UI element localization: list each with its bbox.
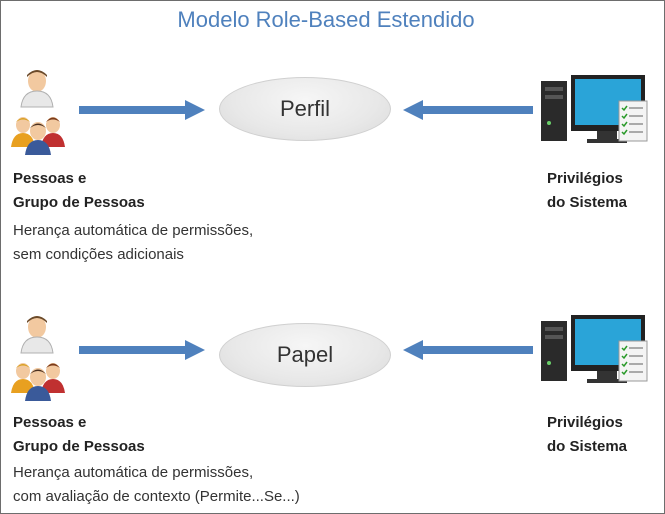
right-label-line: Privilégios bbox=[547, 414, 623, 431]
left-label-line: Grupo de Pessoas bbox=[13, 194, 145, 211]
people-group-icon bbox=[9, 67, 71, 157]
center-ellipse-perfil: Perfil bbox=[219, 77, 391, 141]
desc-line: sem condições adicionais bbox=[13, 246, 184, 263]
computer-checklist-icon bbox=[541, 313, 651, 389]
diagram-title: Modelo Role-Based Estendido bbox=[177, 7, 475, 32]
right-label-line: Privilégios bbox=[547, 170, 623, 187]
desc-line: Herança automática de permissões, bbox=[13, 222, 254, 239]
right-label-line: do Sistema bbox=[547, 438, 628, 455]
left-label-line: Grupo de Pessoas bbox=[13, 438, 145, 455]
left-label-line: Pessoas e bbox=[13, 170, 87, 187]
desc-line: com avaliação de contexto (Permite...Se.… bbox=[13, 488, 300, 505]
left-desc-1: Herança automática de permissões, sem co… bbox=[13, 219, 253, 267]
center-label: Papel bbox=[276, 342, 334, 367]
arrow-left-1 bbox=[403, 100, 533, 120]
right-label-1: Privilégios do Sistema bbox=[547, 167, 627, 215]
left-label-1: Pessoas e Grupo de Pessoas bbox=[13, 167, 145, 215]
center-ellipse-papel: Papel bbox=[219, 323, 391, 387]
computer-checklist-icon bbox=[541, 73, 651, 149]
right-label-line: do Sistema bbox=[547, 194, 628, 211]
right-label-2: Privilégios do Sistema bbox=[547, 411, 627, 459]
people-group-icon bbox=[9, 313, 71, 403]
desc-line: Herança automática de permissões, bbox=[13, 464, 254, 481]
arrow-right-1 bbox=[79, 100, 205, 120]
left-desc-2: Herança automática de permissões, com av… bbox=[13, 461, 300, 509]
arrow-left-2 bbox=[403, 340, 533, 360]
center-label: Perfil bbox=[279, 96, 331, 121]
left-label-2: Pessoas e Grupo de Pessoas bbox=[13, 411, 145, 459]
arrow-right-2 bbox=[79, 340, 205, 360]
left-label-line: Pessoas e bbox=[13, 414, 87, 431]
